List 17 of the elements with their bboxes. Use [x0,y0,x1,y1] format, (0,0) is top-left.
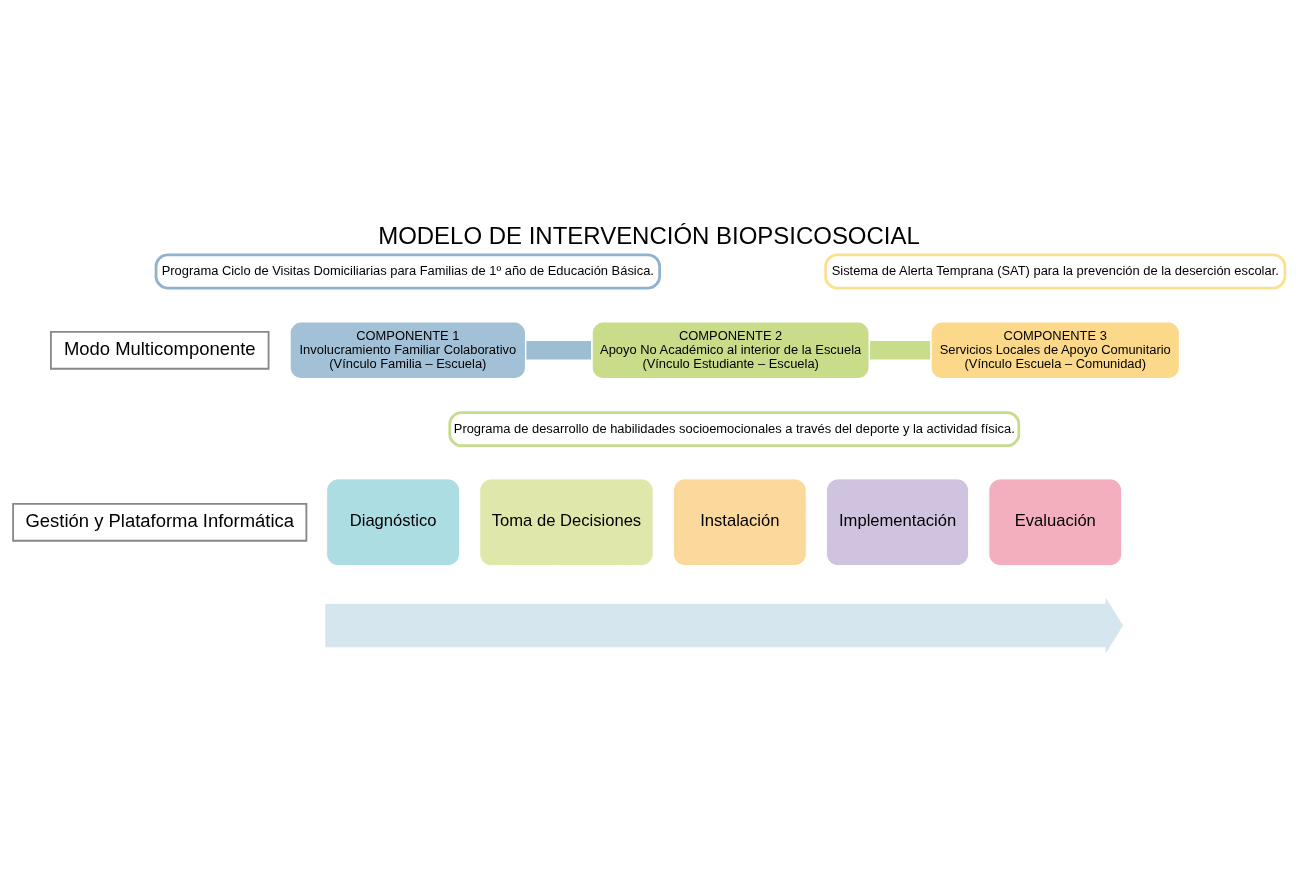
node-box: Implementación [826,477,970,566]
connector [526,340,591,359]
node-box: Modo Multicomponente [50,330,270,370]
node-box: Instalación [673,477,807,566]
node-box: Sistema de Alerta Temprana (SAT) para la prevención de la deserción escolar. [824,252,1287,289]
node-box: Diagnóstico [326,477,460,566]
node-box: Programa de desarrollo de habilidades socioemocionales a través del deporte y la actividad física. [448,410,1021,447]
diagram-title: MODELO DE INTERVENCIÓN BIOPSICOSOCIAL [378,221,920,249]
node-box: Programa Ciclo de Visitas Domiciliarias para Familias de 1º año de Educación Básica. [154,252,661,289]
node-box: Evaluación [988,477,1123,566]
connector [870,340,931,359]
node-arrow [325,597,1124,653]
node-box: Toma de Decisiones [479,477,654,566]
node-box: Gestión y Plataforma Informática [12,502,308,542]
node-box: COMPONENTE 1 Involucramiento Familiar Colaborativo (Vínculo Familia – Escuela) [287,319,528,381]
node-box: COMPONENTE 3 Servicios Locales de Apoyo Comunitario (Vínculo Escuela – Comunidad) [928,319,1182,381]
node-box: COMPONENTE 2 Apoyo No Académico al interior de la Escuela (Vínculo Estudiante – Escuela) [589,319,872,381]
